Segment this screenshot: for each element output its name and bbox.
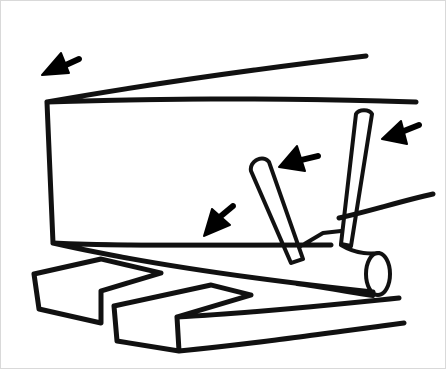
left-block <box>34 259 161 323</box>
tall-lever <box>341 110 372 246</box>
top-board-edge <box>47 56 366 102</box>
base-plank-bottom <box>179 323 404 351</box>
roller-end <box>366 253 390 295</box>
arrow-lower-left-icon <box>204 206 233 236</box>
slab-left-edge <box>47 102 53 243</box>
arrow-top-left-icon <box>42 53 79 75</box>
slab-top-edge <box>47 99 416 102</box>
arrow-right-icon <box>382 121 419 144</box>
slab-bottom-edge <box>53 243 331 245</box>
slab-right-line <box>339 194 433 218</box>
arrow-middle-icon <box>279 146 318 171</box>
